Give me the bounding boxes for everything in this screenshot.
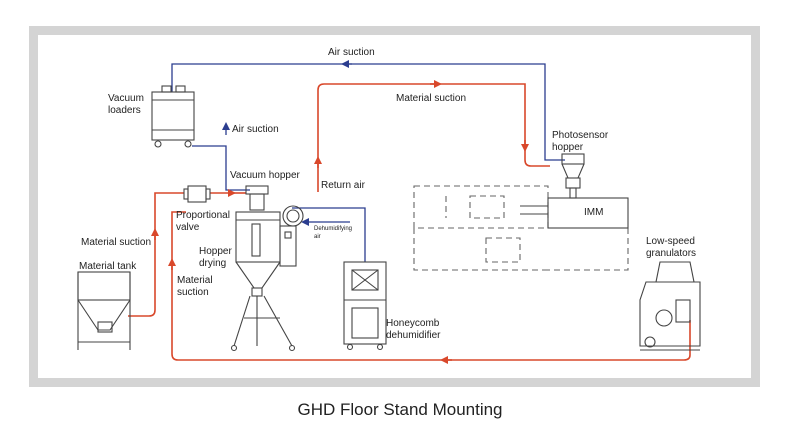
air-suction-lines (171, 60, 565, 262)
label-imm: IMM (584, 207, 603, 218)
label-material-suction-top: Material suction (396, 93, 466, 104)
label-low-speed-1: Low-speed (646, 236, 695, 247)
label-low-speed-2: granulators (646, 248, 696, 259)
label-hopper-drying-1: Hopper (199, 246, 232, 257)
label-dehumidifying-2: air (314, 234, 321, 240)
label-photosensor-2: hopper (552, 142, 584, 153)
label-vacuum-loaders-1: Vacuum (108, 93, 144, 104)
honeycomb-dehumidifier (343, 261, 387, 351)
hopper-dryer (230, 185, 304, 352)
label-vacuum-hopper: Vacuum hopper (230, 170, 301, 181)
imm-machine (413, 185, 629, 271)
diagram-caption: GHD Floor Stand Mounting (297, 400, 503, 419)
label-honeycomb-2: dehumidifier (386, 330, 441, 341)
label-material-suction-mid-1: Material (177, 275, 213, 286)
photosensor-hopper (561, 153, 585, 199)
material-lines (128, 80, 691, 364)
material-tank (77, 271, 131, 350)
label-hopper-drying-2: drying (199, 258, 226, 269)
proportional-valve (183, 185, 211, 203)
label-proportional-2: valve (176, 222, 200, 233)
vacuum-loaders (151, 85, 195, 148)
diagram-frame (29, 26, 760, 387)
label-dehumidifying-1: Dehumidifying (314, 226, 352, 232)
label-air-suction-top: Air suction (328, 47, 375, 58)
label-air-suction-mid: Air suction (232, 124, 279, 135)
label-return-air: Return air (321, 180, 366, 191)
low-speed-granulator (639, 261, 701, 351)
label-honeycomb-1: Honeycomb (386, 318, 440, 329)
label-photosensor-1: Photosensor (552, 130, 609, 141)
label-material-suction-mid-2: suction (177, 287, 209, 298)
label-material-tank: Material tank (79, 261, 137, 272)
label-material-suction-left: Material suction (81, 237, 151, 248)
label-proportional-1: Proportional (176, 210, 230, 221)
label-vacuum-loaders-2: loaders (108, 105, 141, 116)
